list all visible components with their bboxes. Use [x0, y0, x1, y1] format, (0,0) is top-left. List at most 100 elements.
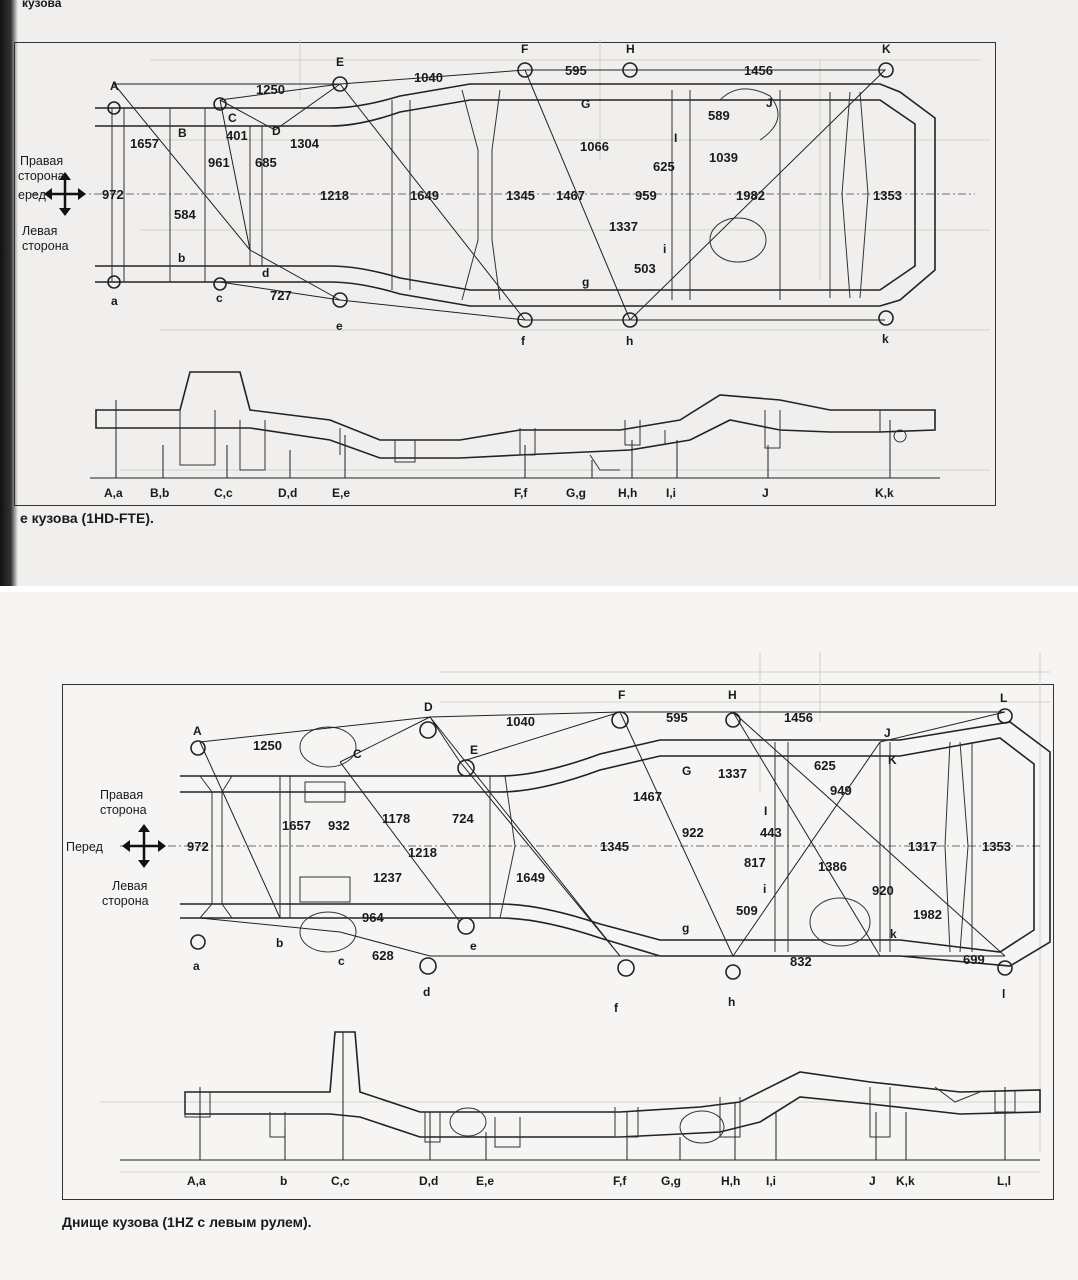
b-dim-1040: 1040 — [506, 714, 535, 729]
dim-1218: 1218 — [320, 188, 349, 203]
top-page: кузова Правая сторона ер — [0, 0, 1078, 592]
b-sv-Gg: G,g — [661, 1174, 681, 1188]
b-right-side-label-1: Правая — [100, 788, 143, 802]
top-dimension-labels: 1250 1040 595 1456 1657 401 961 685 1304… — [102, 63, 902, 303]
right-side-label-2: сторона — [18, 169, 65, 183]
b-dim-724: 724 — [452, 811, 474, 826]
dim-584: 584 — [174, 207, 196, 222]
left-side-label-1: Левая — [22, 224, 57, 238]
sv-Ee: E,e — [332, 486, 350, 500]
b-sv-Kk: K,k — [896, 1174, 915, 1188]
b-dim-1467: 1467 — [633, 789, 662, 804]
b-point-b: b — [276, 936, 283, 950]
dim-1250: 1250 — [256, 82, 285, 97]
dim-1456: 1456 — [744, 63, 773, 78]
b-point-g: g — [682, 921, 689, 935]
point-g: g — [582, 275, 589, 289]
sv-Ii: I,i — [666, 486, 676, 500]
b-left-side-label-1: Левая — [112, 879, 147, 893]
top-side-view-labels: A,a B,b C,c D,d E,e F,f G,g H,h I,i J K,… — [104, 486, 894, 500]
point-J: J — [766, 96, 773, 110]
top-diagram-border — [14, 42, 996, 506]
dim-727: 727 — [270, 288, 292, 303]
direction-arrows-icon — [44, 172, 86, 216]
dim-1982: 1982 — [736, 188, 765, 203]
b-point-a: a — [193, 959, 200, 973]
point-i: i — [663, 242, 666, 256]
b-point-i: i — [763, 882, 766, 896]
b-dim-920: 920 — [872, 883, 894, 898]
bottom-side-view — [120, 1031, 1041, 1161]
dim-1066: 1066 — [580, 139, 609, 154]
sv-Bb: B,b — [150, 486, 169, 500]
b-point-I: I — [764, 804, 767, 818]
left-side-label-2: сторона — [22, 239, 69, 253]
b-point-D: D — [424, 700, 433, 714]
point-K: K — [882, 42, 891, 56]
b-sv-J: J — [869, 1174, 876, 1188]
point-D: D — [272, 124, 281, 138]
dim-685: 685 — [255, 155, 277, 170]
top-mount-points-upper — [107, 62, 894, 328]
bottom-frame-diagram: Правая сторона Перед Левая сторона A D F… — [66, 652, 1051, 1188]
b-sv-Hh: H,h — [721, 1174, 740, 1188]
sv-Aa: A,a — [104, 486, 123, 500]
b-sv-Ii: I,i — [766, 1174, 776, 1188]
b-point-h: h — [728, 995, 735, 1009]
b-point-K: K — [888, 753, 897, 767]
point-G: G — [581, 97, 590, 111]
b-dim-1353: 1353 — [982, 839, 1011, 854]
dim-972: 972 — [102, 187, 124, 202]
b-sv-Ll: L,l — [997, 1174, 1011, 1188]
b-dim-443: 443 — [760, 825, 782, 840]
point-h: h — [626, 334, 633, 348]
b-point-H: H — [728, 688, 737, 702]
dim-1040: 1040 — [414, 70, 443, 85]
point-A: A — [110, 79, 119, 93]
b-point-f: f — [614, 1001, 619, 1015]
b-dim-1178: 1178 — [382, 811, 410, 826]
bottom-caption: Днище кузова (1HZ с левым рулем). — [62, 1214, 312, 1230]
b-dim-922: 922 — [682, 825, 704, 840]
b-point-A: A — [193, 724, 202, 738]
b-sv-b: b — [280, 1174, 287, 1188]
b-point-C: C — [353, 747, 362, 761]
b-dim-1250: 1250 — [253, 738, 282, 753]
dim-401: 401 — [226, 128, 248, 143]
top-frame-diagram: Правая сторона еред Левая сторона A E F … — [18, 40, 990, 500]
dim-503: 503 — [634, 261, 656, 276]
point-d: d — [262, 266, 269, 280]
point-H: H — [626, 42, 635, 56]
b-dim-628: 628 — [372, 948, 394, 963]
right-side-label-1: Правая — [20, 154, 63, 168]
b-point-J: J — [884, 726, 891, 740]
b-sv-Dd: D,d — [419, 1174, 438, 1188]
b-dim-1386: 1386 — [818, 859, 847, 874]
bottom-diagram-border — [62, 684, 1054, 1200]
bottom-dimension-labels: 1040 595 1456 1250 625 1337 949 1467 165… — [187, 710, 1011, 969]
b-point-k: k — [890, 927, 897, 941]
b-dim-1317: 1317 — [908, 839, 937, 854]
b-point-l: l — [1002, 987, 1005, 1001]
b-dim-625: 625 — [814, 758, 836, 773]
dim-1345: 1345 — [506, 188, 535, 203]
b-dim-595: 595 — [666, 710, 688, 725]
dim-1337: 1337 — [609, 219, 638, 234]
sv-Ff: F,f — [514, 486, 528, 500]
bottom-side-view-labels: A,a b C,c D,d E,e F,f G,g H,h I,i J K,k … — [187, 1174, 1011, 1188]
dim-595: 595 — [565, 63, 587, 78]
b-sv-Ee: E,e — [476, 1174, 494, 1188]
point-f: f — [521, 334, 526, 348]
b-dim-1456: 1456 — [784, 710, 813, 725]
book-spine-shadow — [0, 0, 18, 592]
dim-1649: 1649 — [410, 188, 439, 203]
point-a: a — [111, 294, 118, 308]
dim-1467: 1467 — [556, 188, 585, 203]
b-point-c: c — [338, 954, 345, 968]
dim-961: 961 — [208, 155, 230, 170]
sv-Gg: G,g — [566, 486, 586, 500]
b-direction-arrows-icon — [122, 824, 166, 868]
dim-959: 959 — [635, 188, 657, 203]
b-point-L: L — [1000, 691, 1007, 705]
sv-Dd: D,d — [278, 486, 297, 500]
